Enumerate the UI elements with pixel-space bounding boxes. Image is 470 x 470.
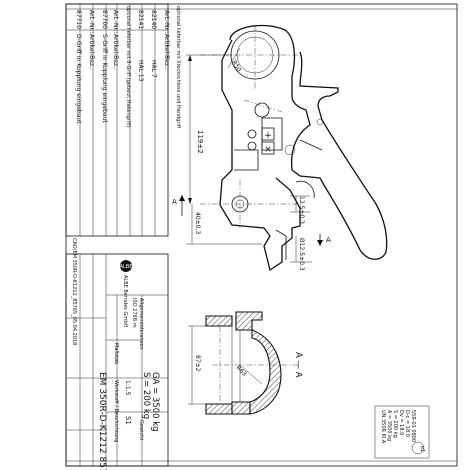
dimension-label-87: 87±2 (194, 355, 201, 372)
stamp-line: UN 350R Kl.A (380, 410, 386, 444)
stamp-line: D-c = 18.0 (404, 410, 410, 437)
dimension-87 (188, 325, 206, 405)
company-logo: ALBE (120, 260, 133, 272)
svg-text:A: A (326, 236, 331, 244)
table-cell-art-nr: 87700 (101, 10, 108, 29)
section-label-a-a: A — A (293, 352, 303, 378)
table-cell-art-nr: 82140 (150, 10, 157, 29)
dimension-label-119: 119±2 (196, 130, 204, 154)
table-note: optional lieferbar mit 8-Griff (gebeizt … (125, 6, 131, 128)
section-marker-a-top: A (172, 195, 185, 216)
dimension-119 (186, 54, 232, 204)
weight-label: Gewicht (138, 420, 144, 440)
table-cell-bez: HAL 13 (137, 60, 144, 82)
sheet-number: S1 (124, 416, 132, 425)
indicator-dot (247, 141, 257, 151)
section-view-a-a (205, 311, 300, 415)
coupling-body-outline (219, 24, 388, 272)
mounting-hole (284, 144, 296, 156)
company-name: ALBE Berndes GmbH (122, 275, 128, 327)
dimension-12-5 (290, 195, 310, 213)
dimension-12-5-dia (290, 236, 312, 263)
stamp-line: e1 (419, 446, 425, 452)
drawing-title: EM 350R-D-K1212 85765 (97, 372, 107, 470)
file-reference: CAD/EM 350R-D-K1212_85765_05.04.2018 (71, 238, 77, 345)
table-cell-art-nr: 87710 (75, 10, 82, 29)
table-cell-bez: HAL 7 (150, 60, 157, 78)
stamp-line: A = 3500 kg (386, 410, 392, 441)
dimension-label-r50: R50 (230, 60, 242, 74)
stamp-line: 55R-01 0800 (410, 410, 416, 442)
table-header-bez: Artikel-Bez.: (112, 34, 119, 70)
dimension-label-dia: Ø12.5±0.3 (298, 238, 305, 271)
svg-text:×: × (264, 145, 272, 155)
wear-indicator-cross: × (261, 141, 275, 155)
table-cell-bez: D-Griff in Kupplung eingebaut (75, 34, 82, 124)
dimension-r50 (227, 47, 241, 69)
dimension-label-r63: R63 (235, 364, 248, 377)
table-header-art-nr: Art.-Nr.: (88, 10, 95, 33)
table-header-art-nr: Art.-Nr.: (112, 10, 119, 33)
center-line (243, 99, 283, 113)
scale-value: 1:1.5 (124, 380, 131, 396)
dimension-label-40: 40±0.3 (194, 212, 201, 234)
table-note: optional lieferbar mit Steckschloss und … (175, 6, 181, 129)
material-label: Werkstoff / Beschichtung (113, 380, 119, 442)
dimension-label-12-5: 12.5±0.3 (298, 196, 305, 224)
svg-text:+: + (264, 131, 272, 141)
parts-table: Art.-Nr.: Artikel-Bez.: 82140 HAL 7 8214… (65, 3, 181, 237)
tolerance-value: ISO 2768-m (131, 298, 137, 328)
table-header-bez: Artikel-Bez.: (163, 34, 170, 70)
table-header-bez: Artikel-Bez.: (88, 34, 95, 70)
scale-label: Maßstab (113, 343, 119, 364)
title-block (65, 253, 169, 467)
load-ga: GA = 3500 kg (150, 372, 160, 432)
section-marker-a-bottom: A (317, 234, 331, 246)
table-header-art-nr: Art.-Nr.: (163, 10, 170, 33)
load-s: S = 200 kg (141, 372, 151, 419)
svg-text:ALBE: ALBE (120, 264, 133, 270)
svg-text:A: A (172, 198, 177, 206)
stamp-line: S = 200 kg (392, 410, 398, 438)
stamp-line: Dv = 18.0 (398, 410, 404, 435)
mounting-hole (254, 102, 270, 118)
table-cell-art-nr: 82141 (137, 10, 144, 29)
wear-indicator-plus: + (261, 127, 275, 141)
dimension-40 (186, 204, 262, 245)
approval-stamp: e1 55R-01 0800 D-c = 18.0 Dv = 18.0 S = … (374, 405, 430, 459)
table-cell-bez: S-Griff in Kupplung eingebaut (101, 34, 108, 123)
tolerance-label: Allgemeintoleranzen (138, 298, 144, 350)
mounting-hole (316, 118, 324, 126)
indicator-dot (247, 129, 257, 139)
